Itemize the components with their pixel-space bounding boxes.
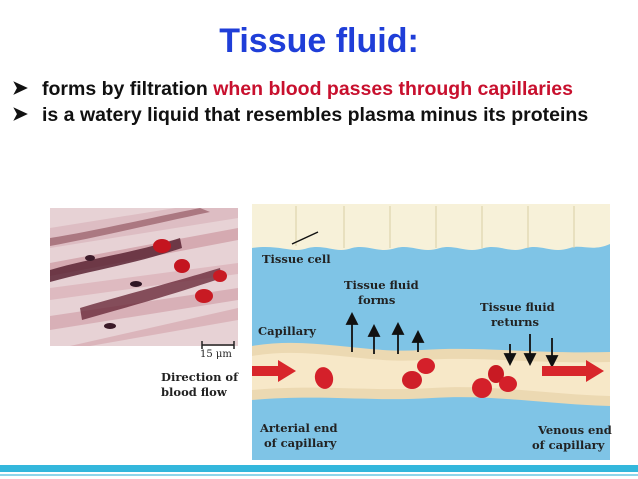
venous-end-label-line1: Venous end	[538, 423, 612, 437]
slide-title: Tissue fluid:	[219, 22, 419, 60]
fluid-returns-label-line2: returns	[491, 315, 539, 329]
micrograph-image	[50, 208, 238, 346]
footer-stripe-thin	[0, 474, 638, 476]
bullet-item-2: ➤ is a watery liquid that resembles plas…	[12, 104, 612, 126]
capillary-diagram-drawing	[252, 204, 610, 460]
footer-stripe	[0, 465, 638, 472]
arrowhead-bullet-icon: ➤	[12, 78, 28, 99]
bullet-main-text: is a watery liquid that resembles plasma…	[42, 104, 589, 126]
bullet-text: is a watery liquid that resembles plasma…	[42, 104, 588, 126]
scale-bar	[201, 341, 235, 349]
capillary-diagram	[252, 204, 610, 460]
tissue-cell-label: Tissue cell	[262, 252, 331, 266]
fluid-forms-label-line2: forms	[358, 293, 396, 307]
scale-label: 15 μm	[200, 349, 232, 360]
footer-accent-bar	[0, 462, 638, 479]
bullet-item-1: ➤ forms by filtration when blood passes …	[12, 78, 612, 100]
bullet-highlight-text: when blood passes through capillaries	[213, 78, 573, 100]
direction-label-line1: Direction of	[161, 370, 239, 384]
bullet-text: forms by filtration when blood passes th…	[42, 78, 573, 100]
venous-end-label-line2: of capillary	[532, 438, 605, 452]
fluid-returns-label-line1: Tissue fluid	[480, 300, 555, 314]
bullet-list: ➤ forms by filtration when blood passes …	[12, 78, 612, 130]
fluid-forms-label-line1: Tissue fluid	[344, 278, 419, 292]
arterial-end-label-line2: of capillary	[264, 436, 337, 450]
capillary-label: Capillary	[258, 324, 316, 338]
arrowhead-bullet-icon: ➤	[12, 104, 28, 125]
direction-label-line2: blood flow	[161, 385, 227, 399]
bullet-main-text: forms by filtration	[42, 78, 214, 100]
arterial-end-label-line1: Arterial end	[260, 421, 338, 435]
micrograph-drawing	[50, 208, 238, 346]
